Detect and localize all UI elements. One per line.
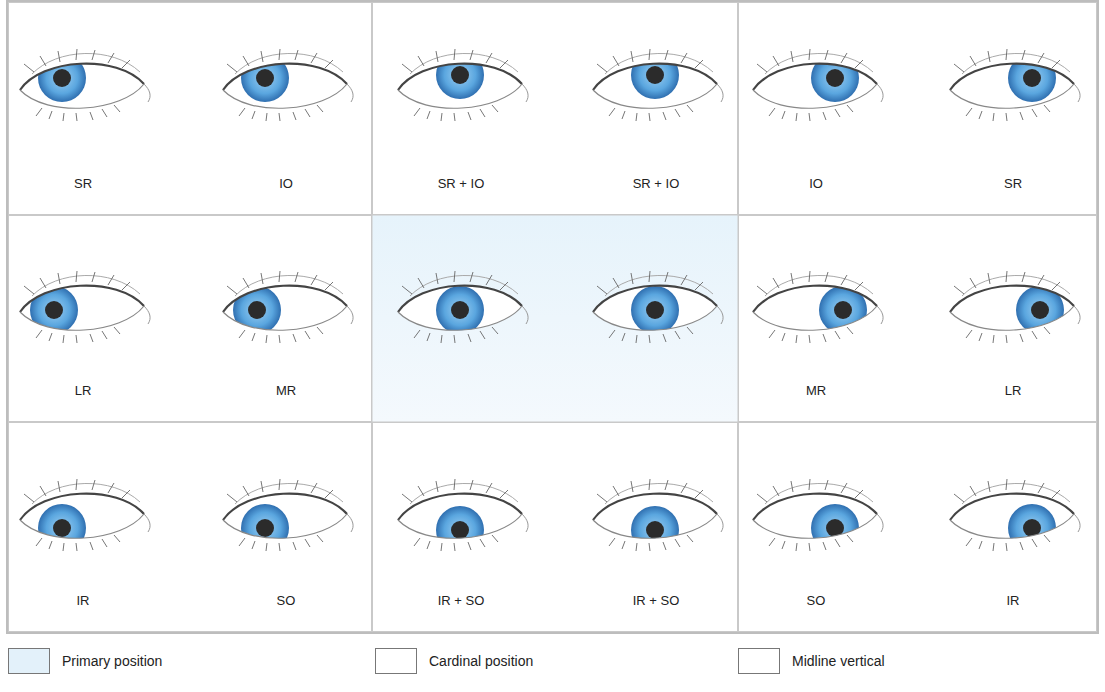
muscle-label: IR xyxy=(77,593,90,609)
eye xyxy=(398,479,528,554)
eye xyxy=(593,271,723,343)
muscle-label: IO xyxy=(809,176,823,192)
muscle-label: LR xyxy=(75,383,92,399)
muscle-label: SO xyxy=(807,593,826,609)
eye xyxy=(223,49,353,121)
gaze-panel: MR LR xyxy=(738,215,1097,422)
legend-swatch xyxy=(375,648,417,674)
gaze-panel: IO SR xyxy=(738,2,1097,215)
eye xyxy=(753,49,883,121)
muscle-label: LR xyxy=(1005,383,1022,399)
legend-text: Midline vertical xyxy=(792,652,885,670)
eye xyxy=(20,49,150,121)
muscle-label: IR + SO xyxy=(438,593,485,609)
eye xyxy=(753,271,883,343)
gaze-panel: SR IO xyxy=(8,2,372,215)
eye xyxy=(20,479,150,552)
legend-text: Primary position xyxy=(62,652,162,670)
muscle-label: IO xyxy=(279,176,293,192)
eye xyxy=(593,49,723,121)
legend-text: Cardinal position xyxy=(429,652,533,670)
eye xyxy=(398,49,528,121)
gaze-panel: SO IR xyxy=(738,422,1097,632)
eye xyxy=(593,479,723,554)
eye xyxy=(398,271,528,343)
legend-swatch xyxy=(738,648,780,674)
muscle-label: SR xyxy=(1004,176,1022,192)
gaze-panel: SR + IO SR + IO xyxy=(372,2,738,215)
grid-frame xyxy=(7,1,1098,633)
eye xyxy=(950,49,1080,121)
eye xyxy=(20,271,150,343)
muscle-label: SO xyxy=(277,593,296,609)
primary-panel xyxy=(372,215,738,422)
eye xyxy=(223,271,353,343)
eye xyxy=(950,271,1080,343)
legend-swatch xyxy=(8,648,50,674)
eye xyxy=(223,479,353,552)
muscle-label: IR xyxy=(1007,593,1020,609)
eye xyxy=(950,479,1080,552)
muscle-label: SR + IO xyxy=(438,176,485,192)
gaze-panel: LR MR xyxy=(8,215,372,422)
gaze-panel: IR + SO IR + SO xyxy=(372,422,738,632)
muscle-label: MR xyxy=(806,383,826,399)
muscle-label: SR + IO xyxy=(633,176,680,192)
muscle-label: IR + SO xyxy=(633,593,680,609)
eye xyxy=(753,479,883,552)
muscle-label: SR xyxy=(74,176,92,192)
muscle-label: MR xyxy=(276,383,296,399)
gaze-panel: IR SO xyxy=(8,422,372,632)
